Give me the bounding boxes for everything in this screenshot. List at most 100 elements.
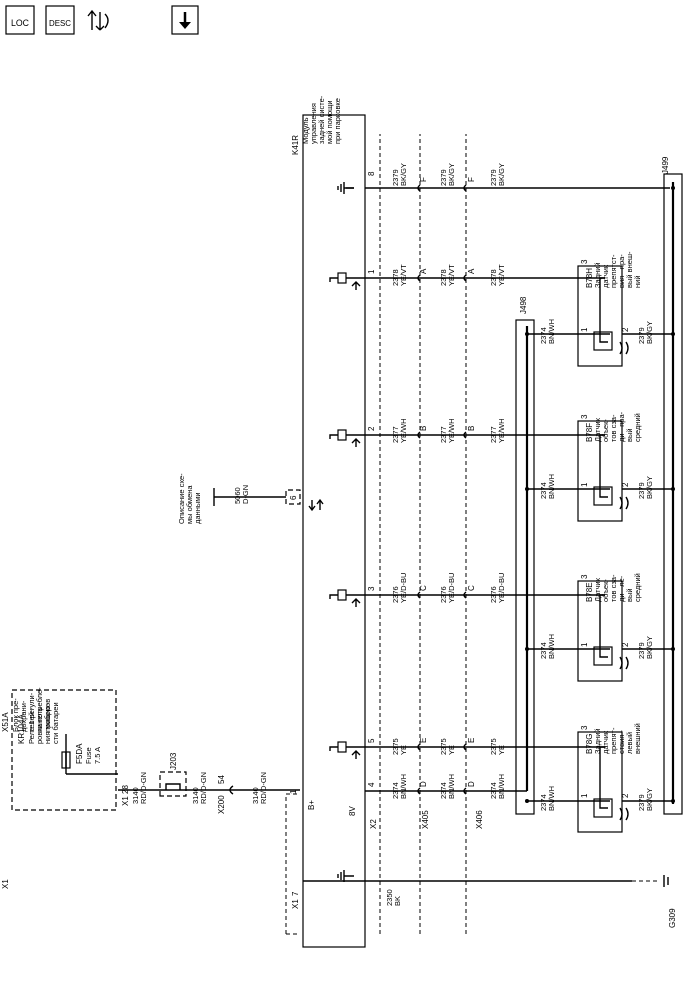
relay-line-3: ния мощно-: [43, 703, 52, 744]
module-ground-icon-top: [337, 182, 354, 194]
sensor-b78g-line-1: Задний: [593, 728, 602, 754]
wire-2374-color-3: BN/WH: [497, 774, 506, 799]
wire-2376-color-3: YE/D-BU: [497, 573, 506, 603]
wire-2376-color-1: YE/D-BU: [399, 573, 408, 603]
sensor-b78g-pin3: 3: [580, 725, 589, 730]
power-color-2: RD/D-GN: [199, 772, 208, 804]
loc-button[interactable]: LOC: [5, 5, 35, 35]
module-name-3: задней систе-: [317, 95, 326, 144]
data-link-line-2: мы обмена: [185, 485, 194, 524]
relay-line-1: Реле 1 регули-: [27, 692, 36, 744]
loc-label: LOC: [11, 18, 29, 28]
ground-color: BK: [393, 896, 402, 906]
splice-j498: J498: [515, 296, 535, 815]
sensor-b78e-c2: 2379: [637, 642, 646, 659]
sensor-b78h-c1: 2374: [539, 327, 548, 344]
sensor-b78h-line-1: Задний: [593, 262, 602, 288]
x1-ground-label: X1: [1, 879, 10, 889]
sensor-b78h-k2: BK/GY: [645, 321, 654, 344]
sensor-b78h-id: B78H: [585, 268, 594, 288]
wire-2376-circuit-3: 2376: [489, 586, 498, 603]
sensor-b78f-pin2: 2: [621, 482, 630, 487]
wire-2379-inline-2: F: [467, 177, 476, 182]
x200-connector-icon: [229, 785, 234, 795]
input-symbol-pin2: [329, 429, 365, 447]
sensor-b78e-k2: BK/GY: [645, 636, 654, 659]
wire-2375-circuit-1: 2375: [391, 738, 400, 755]
fuse-block-line-3: телей -: [27, 707, 36, 732]
x1-connector-edge: [285, 794, 300, 935]
wire-2374-color-1: BN/WH: [399, 774, 408, 799]
wire-2379: 8 2379 BK/GY F 2379 BK/GY F 2379 BK/GY: [365, 163, 670, 189]
wire-2379-circuit-2: 2379: [439, 169, 448, 186]
x405-label: X405: [421, 810, 430, 829]
wire-2376-pin: 3: [367, 586, 376, 591]
fuse-id: F5DA: [75, 743, 84, 764]
wire-2377-pin: 2: [367, 426, 376, 431]
wire-2376-color-2: YE/D-BU: [447, 573, 456, 603]
sensor-b78h-element-icon: [593, 331, 613, 351]
sensor-b78e-element-icon: [593, 646, 613, 666]
schematic: K41R Модуль управления задней систе- мой…: [1, 95, 683, 948]
sensor-b78g-line-4: ствия -: [617, 729, 626, 754]
sensor-b78e: 3 1 2 B78E Датчик объек- тов сза- ди - л…: [527, 573, 673, 682]
connector-view-button[interactable]: [85, 5, 115, 35]
wire-2379-circuit-3: 2379: [489, 169, 498, 186]
sensor-b78e-line-6: средний: [633, 573, 642, 602]
wire-2379-color-1: BK/GY: [399, 163, 408, 186]
wire-2375-color-3: YE: [497, 745, 506, 755]
sensor-b78f-line-6: средний: [633, 413, 642, 442]
wire-2378-circuit-2: 2378: [439, 269, 448, 286]
power-color-3: RD/D-GN: [259, 772, 268, 804]
ground-pin: 7: [291, 891, 300, 896]
sensor-b78h-wave-icon: [619, 341, 629, 355]
x1-label-module: X1: [291, 899, 300, 909]
wire-2378-circuit-3: 2378: [489, 269, 498, 286]
sensor-b78g-k2: BK/GY: [645, 788, 654, 811]
sensor-b78g: 3 1 2 B78G Задний датчик препят- ствия -…: [527, 723, 673, 833]
sensor-b78e-pin3: 3: [580, 574, 589, 579]
ground-wire: 7 2350 BK G309: [291, 875, 677, 928]
sensor-b78h-k1: BN/WH: [547, 319, 556, 344]
sensor-b78g-line-3: препят-: [609, 727, 618, 754]
fuse-block-line-1: Блок пре-: [11, 698, 20, 732]
wire-2374-pin: 4: [367, 782, 376, 787]
sensor-b78f-id: B78F: [585, 423, 594, 442]
fuse-block-line-2: дохрани-: [19, 700, 28, 732]
desc-button[interactable]: DESC: [45, 5, 75, 35]
sensor-b78h-line-6: ний: [633, 275, 642, 288]
wire-2375: 5 2375 YE E 2375 YE E 2375 YE: [365, 738, 605, 755]
sensor-b78g-line-2: датчик: [601, 730, 610, 754]
wire-2377-circuit-2: 2377: [439, 426, 448, 443]
relay-line-4: сти батареи: [51, 702, 60, 744]
j498-label: J498: [519, 296, 528, 314]
sensor-b78h-line-5: вый внеш-: [625, 251, 634, 288]
sensor-b78e-c1: 2374: [539, 642, 548, 659]
wire-2375-color-1: YE: [399, 745, 408, 755]
wire-2374-inline-1: D: [419, 781, 428, 787]
splice-dots: [525, 186, 675, 803]
input-symbol-pin3: [329, 589, 365, 607]
sensor-b78g-k1: BN/WH: [547, 786, 556, 811]
wire-2377-circuit-1: 2377: [391, 426, 400, 443]
sensor-b78g-c2: 2379: [637, 794, 646, 811]
wire-2374-circuit-2: 2374: [439, 782, 448, 799]
wire-2375-circuit-2: 2375: [439, 738, 448, 755]
wire-2375-inline-1: E: [419, 738, 428, 743]
down-button[interactable]: [171, 5, 199, 35]
fuse-block-line-5: приборов: [43, 699, 52, 732]
ground-icon-g309: [663, 875, 669, 887]
data-link-color: D-GN: [241, 485, 250, 504]
fuse-icon: [61, 734, 118, 775]
wire-2378-color-1: YE/VT: [399, 264, 408, 286]
wire-2379-circuit-1: 2379: [391, 169, 400, 186]
sensor-b78f-pin3: 3: [580, 414, 589, 419]
connector-pins-icon: [87, 9, 109, 31]
sensor-b78g-pin1: 1: [580, 793, 589, 798]
power-color-1: RD/D-GN: [139, 772, 148, 804]
sensor-b78e-k1: BN/WH: [547, 634, 556, 659]
j499-label: J499: [661, 156, 670, 174]
sensor-b78e-line-4: ди - ле-: [617, 575, 626, 602]
x200-pin: 54: [217, 775, 226, 784]
